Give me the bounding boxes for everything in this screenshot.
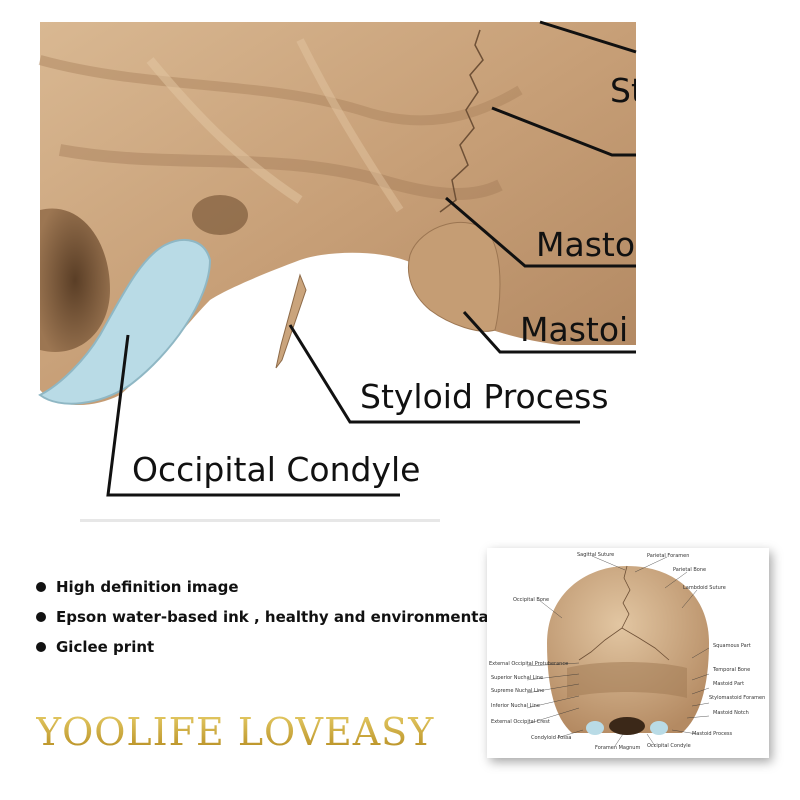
poster-label: Temporal Bone (713, 667, 751, 673)
poster-label: Parietal Foramen (647, 553, 690, 559)
poster-label: Foramen Magnum (595, 745, 641, 751)
feature-item: Giclee print (36, 632, 509, 662)
mastoid-process-shape (407, 221, 501, 332)
occipital-condyle-shape (38, 239, 212, 405)
poster-skull-illustration (526, 555, 710, 747)
poster-label: Squamous Part (713, 643, 751, 649)
styloid-process-shape (275, 273, 307, 369)
poster-label: Stylomastoid Foramen (709, 695, 766, 701)
poster-label: Mastoid Part (713, 681, 745, 687)
label-top-partial: St (610, 74, 636, 107)
feature-list: High definition image Epson water-based … (36, 572, 509, 662)
poster-label: Parietal Bone (673, 567, 707, 573)
bullet-dot-icon (36, 642, 46, 652)
poster-label: Occipital Bone (513, 597, 550, 603)
poster-label: Sagittal Suture (577, 552, 615, 558)
poster-label: Superior Nuchal Line (491, 675, 544, 681)
poster-label: Supreme Nuchal Line (491, 688, 545, 694)
poster-label: External Occipital Crest (491, 719, 550, 725)
label-occipital-condyle: Occipital Condyle (132, 450, 421, 489)
label-styloid-process: Styloid Process (360, 377, 609, 416)
label-mastoid-2: Mastoi (520, 313, 629, 346)
feature-item: Epson water-based ink , healthy and envi… (36, 602, 509, 632)
hero-skull-image: St Masto Mastoi Styloid Process Occipita… (38, 20, 637, 522)
poster-label: Mastoid Notch (713, 710, 749, 716)
poster-label: Condyloid Fossa (531, 735, 572, 741)
poster-label: Inferior Nuchal Line (491, 703, 540, 709)
label-mastoid-1: Masto (536, 228, 636, 261)
bullet-dot-icon (36, 582, 46, 592)
poster-label: Mastoid Process (692, 731, 733, 737)
feature-item: High definition image (36, 572, 509, 602)
poster-label: Occipital Condyle (647, 743, 691, 749)
poster-label: Lambdoid Suture (683, 585, 726, 591)
brand-logo: YOOLIFE LOVEASY (36, 710, 435, 754)
skull-illustration (38, 20, 637, 522)
poster-thumbnail: Sagittal Suture Parietal Foramen Parieta… (487, 548, 769, 758)
bullet-dot-icon (36, 612, 46, 622)
poster-label: External Occipital Protuberance (489, 661, 569, 667)
